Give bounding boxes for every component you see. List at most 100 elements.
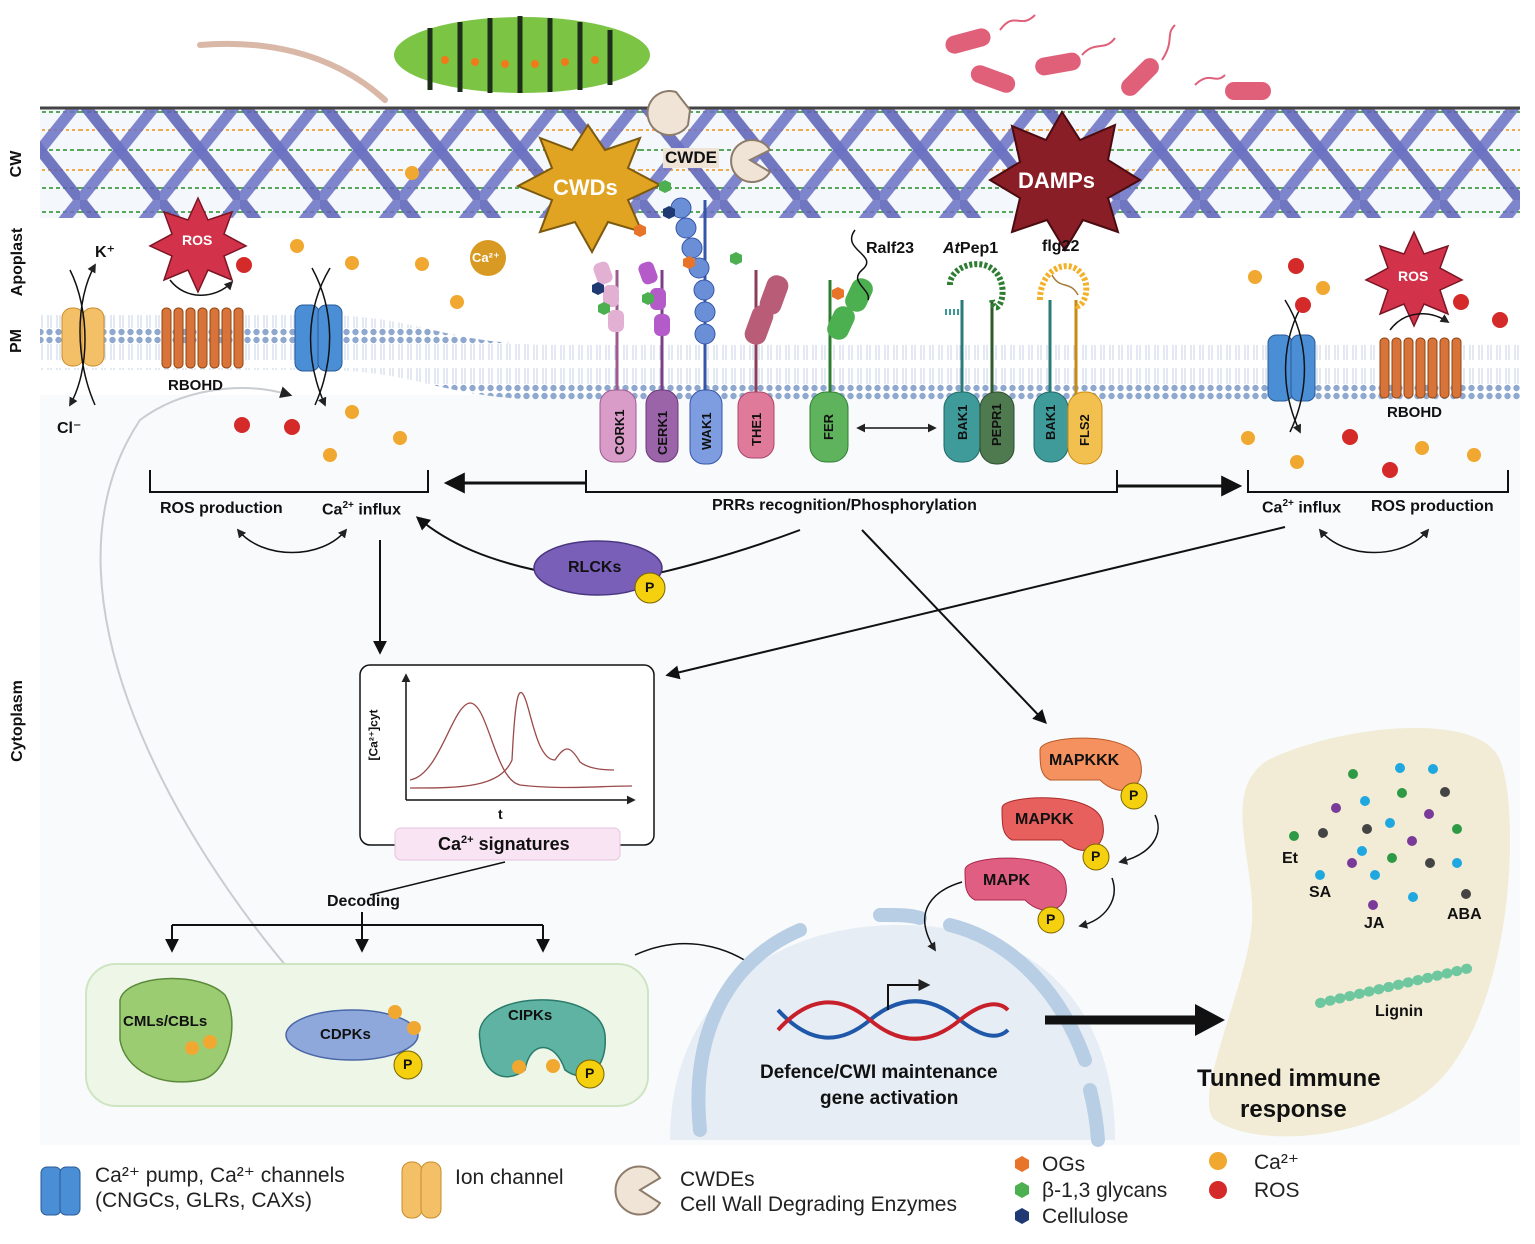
rbohd-right-label: RBOHD <box>1387 404 1442 421</box>
ros-star-icon <box>148 196 248 294</box>
ca-influx-right-label: Ca2+ influx <box>1262 498 1341 517</box>
ros-right-label: ROS <box>1398 268 1429 284</box>
ca-apoplast-label: Ca²⁺ <box>472 250 500 265</box>
layer-label-cytoplasm: Cytoplasm <box>9 680 26 762</box>
cwde-label: CWDE <box>663 148 719 168</box>
legend-ion-channel-text: Ion channel <box>455 1166 564 1189</box>
ros-star-icon <box>1364 230 1464 328</box>
atpep1-label: AtPep1 <box>943 240 999 257</box>
rlcks-kinase <box>533 540 666 604</box>
damps-star-icon <box>988 110 1142 252</box>
cipks-label: CIPKs <box>508 1007 553 1024</box>
cl-ion-label: Cl⁻ <box>57 420 82 437</box>
ros-left-label: ROS <box>182 232 213 248</box>
ligand-dots <box>592 180 844 315</box>
the1-receptor <box>737 270 789 459</box>
pepr1-label: PEPR1 <box>989 403 1004 446</box>
mapkkk-protein <box>1039 737 1148 810</box>
ros-production-left-label: ROS production <box>160 500 283 517</box>
legend-pump-icon <box>40 1166 81 1216</box>
cork1-receptor <box>593 261 637 463</box>
legend-glycans-text: β-1,3 glycans <box>1042 1179 1168 1202</box>
ros-dots <box>234 257 1508 478</box>
sa-label: SA <box>1309 884 1332 901</box>
legend-ogs-text: OGs <box>1042 1153 1086 1176</box>
ca-trace-2 <box>409 691 615 789</box>
layer-label-pm: PM <box>8 329 25 353</box>
prrs-label: PRRs recognition/Phosphorylation <box>712 497 977 514</box>
bak1-label-2: BAK1 <box>1043 405 1058 440</box>
legend-cwdes-text: CWDEs Cell Wall Degrading Enzymes <box>680 1168 957 1216</box>
ca-trace-1 <box>409 702 633 789</box>
graph-xlabel: t <box>498 806 503 822</box>
cwde-enzyme-icon <box>730 139 772 183</box>
layer-label-apoplast: Apoplast <box>9 227 26 297</box>
bak1-label-1: BAK1 <box>955 405 970 440</box>
layer-label-cw: CW <box>8 150 25 178</box>
mapkk-p-label: P <box>1091 848 1101 864</box>
fer-receptor <box>809 229 873 463</box>
ca-graph-box <box>359 664 655 846</box>
cerk1-receptor <box>638 261 679 463</box>
left-bracket <box>149 470 429 493</box>
output-line1: Tunned immune <box>1197 1065 1381 1092</box>
cerk1-label: CERK1 <box>655 411 670 455</box>
cdpks-label: CDPKs <box>320 1026 371 1043</box>
ros-production-right-label: ROS production <box>1371 498 1494 515</box>
nucleus-text-line1: Defence/CWI maintenance <box>760 1062 998 1083</box>
legend-ca-text: Ca²⁺ <box>1254 1151 1299 1174</box>
mapk-protein <box>964 857 1067 934</box>
flg22-label: flg22 <box>1042 238 1080 255</box>
decoding-label: Decoding <box>327 893 400 910</box>
et-label: Et <box>1282 850 1298 867</box>
mapkkk-label: MAPKKK <box>1049 752 1120 769</box>
legend-cellulose-icon <box>1015 1208 1029 1224</box>
hormone-dots <box>1289 763 1471 910</box>
bak1-fls2-receptor <box>1033 263 1103 465</box>
legend-cellulose-text: Cellulose <box>1042 1205 1129 1228</box>
legend-ogs-icon <box>1015 1156 1029 1172</box>
cipks-protein <box>478 999 606 1089</box>
ca-dots <box>290 166 1481 469</box>
damps-label: DAMPs <box>1018 168 1096 193</box>
cork1-label: CORK1 <box>612 409 627 455</box>
legend-ros-icon <box>1209 1181 1227 1199</box>
ralf23-label: Ralf23 <box>866 240 915 257</box>
prr-bracket <box>585 470 1118 493</box>
cmls-cbls-label: CMLs/CBLs <box>123 1013 208 1030</box>
caterpillar-icon <box>394 16 650 93</box>
ion-channel-icon <box>61 263 105 407</box>
lignin-label: Lignin <box>1375 1003 1423 1020</box>
bak1-pepr1-receptor <box>943 261 1015 465</box>
legend-ca-icon <box>1209 1152 1227 1170</box>
output-line2: response <box>1240 1096 1347 1123</box>
mapkkk-p-label: P <box>1129 787 1139 803</box>
graph-ylabel: [Ca²⁺]cyt <box>366 709 381 761</box>
right-bracket <box>1247 470 1509 493</box>
fer-label: FER <box>821 413 836 440</box>
k-ion-label: K⁺ <box>95 244 115 261</box>
dna-helix-icon <box>776 979 1010 1041</box>
lignin-chain-icon <box>1315 963 1475 1008</box>
legend-ion-channel-icon <box>401 1161 442 1219</box>
cmls-cbls-protein <box>119 977 233 1083</box>
cdpks-protein <box>285 1005 423 1080</box>
rbohd-right-icon <box>1379 337 1462 399</box>
ca-signatures-label: Ca2+ signatures <box>438 834 570 854</box>
legend-ros-text: ROS <box>1254 1179 1300 1202</box>
mapkk-protein <box>1001 797 1110 871</box>
cell-wall <box>40 106 1520 218</box>
ca-channel-right-icon <box>1267 299 1316 434</box>
cwde-enzyme-icon <box>646 90 692 136</box>
ja-label: JA <box>1364 915 1385 932</box>
rbohd-left-label: RBOHD <box>168 377 223 394</box>
wak1-label: WAK1 <box>699 412 714 450</box>
bacteria-icon <box>945 28 1271 100</box>
cwds-star-icon <box>515 123 663 255</box>
aba-label: ABA <box>1447 906 1482 923</box>
cwds-label: CWDs <box>553 175 618 200</box>
hormone-region <box>1208 727 1511 1137</box>
cdpks-p-label: P <box>403 1056 413 1072</box>
ca-influx-left-label: Ca2+ influx <box>322 500 401 519</box>
mapkk-label: MAPKK <box>1015 811 1074 828</box>
